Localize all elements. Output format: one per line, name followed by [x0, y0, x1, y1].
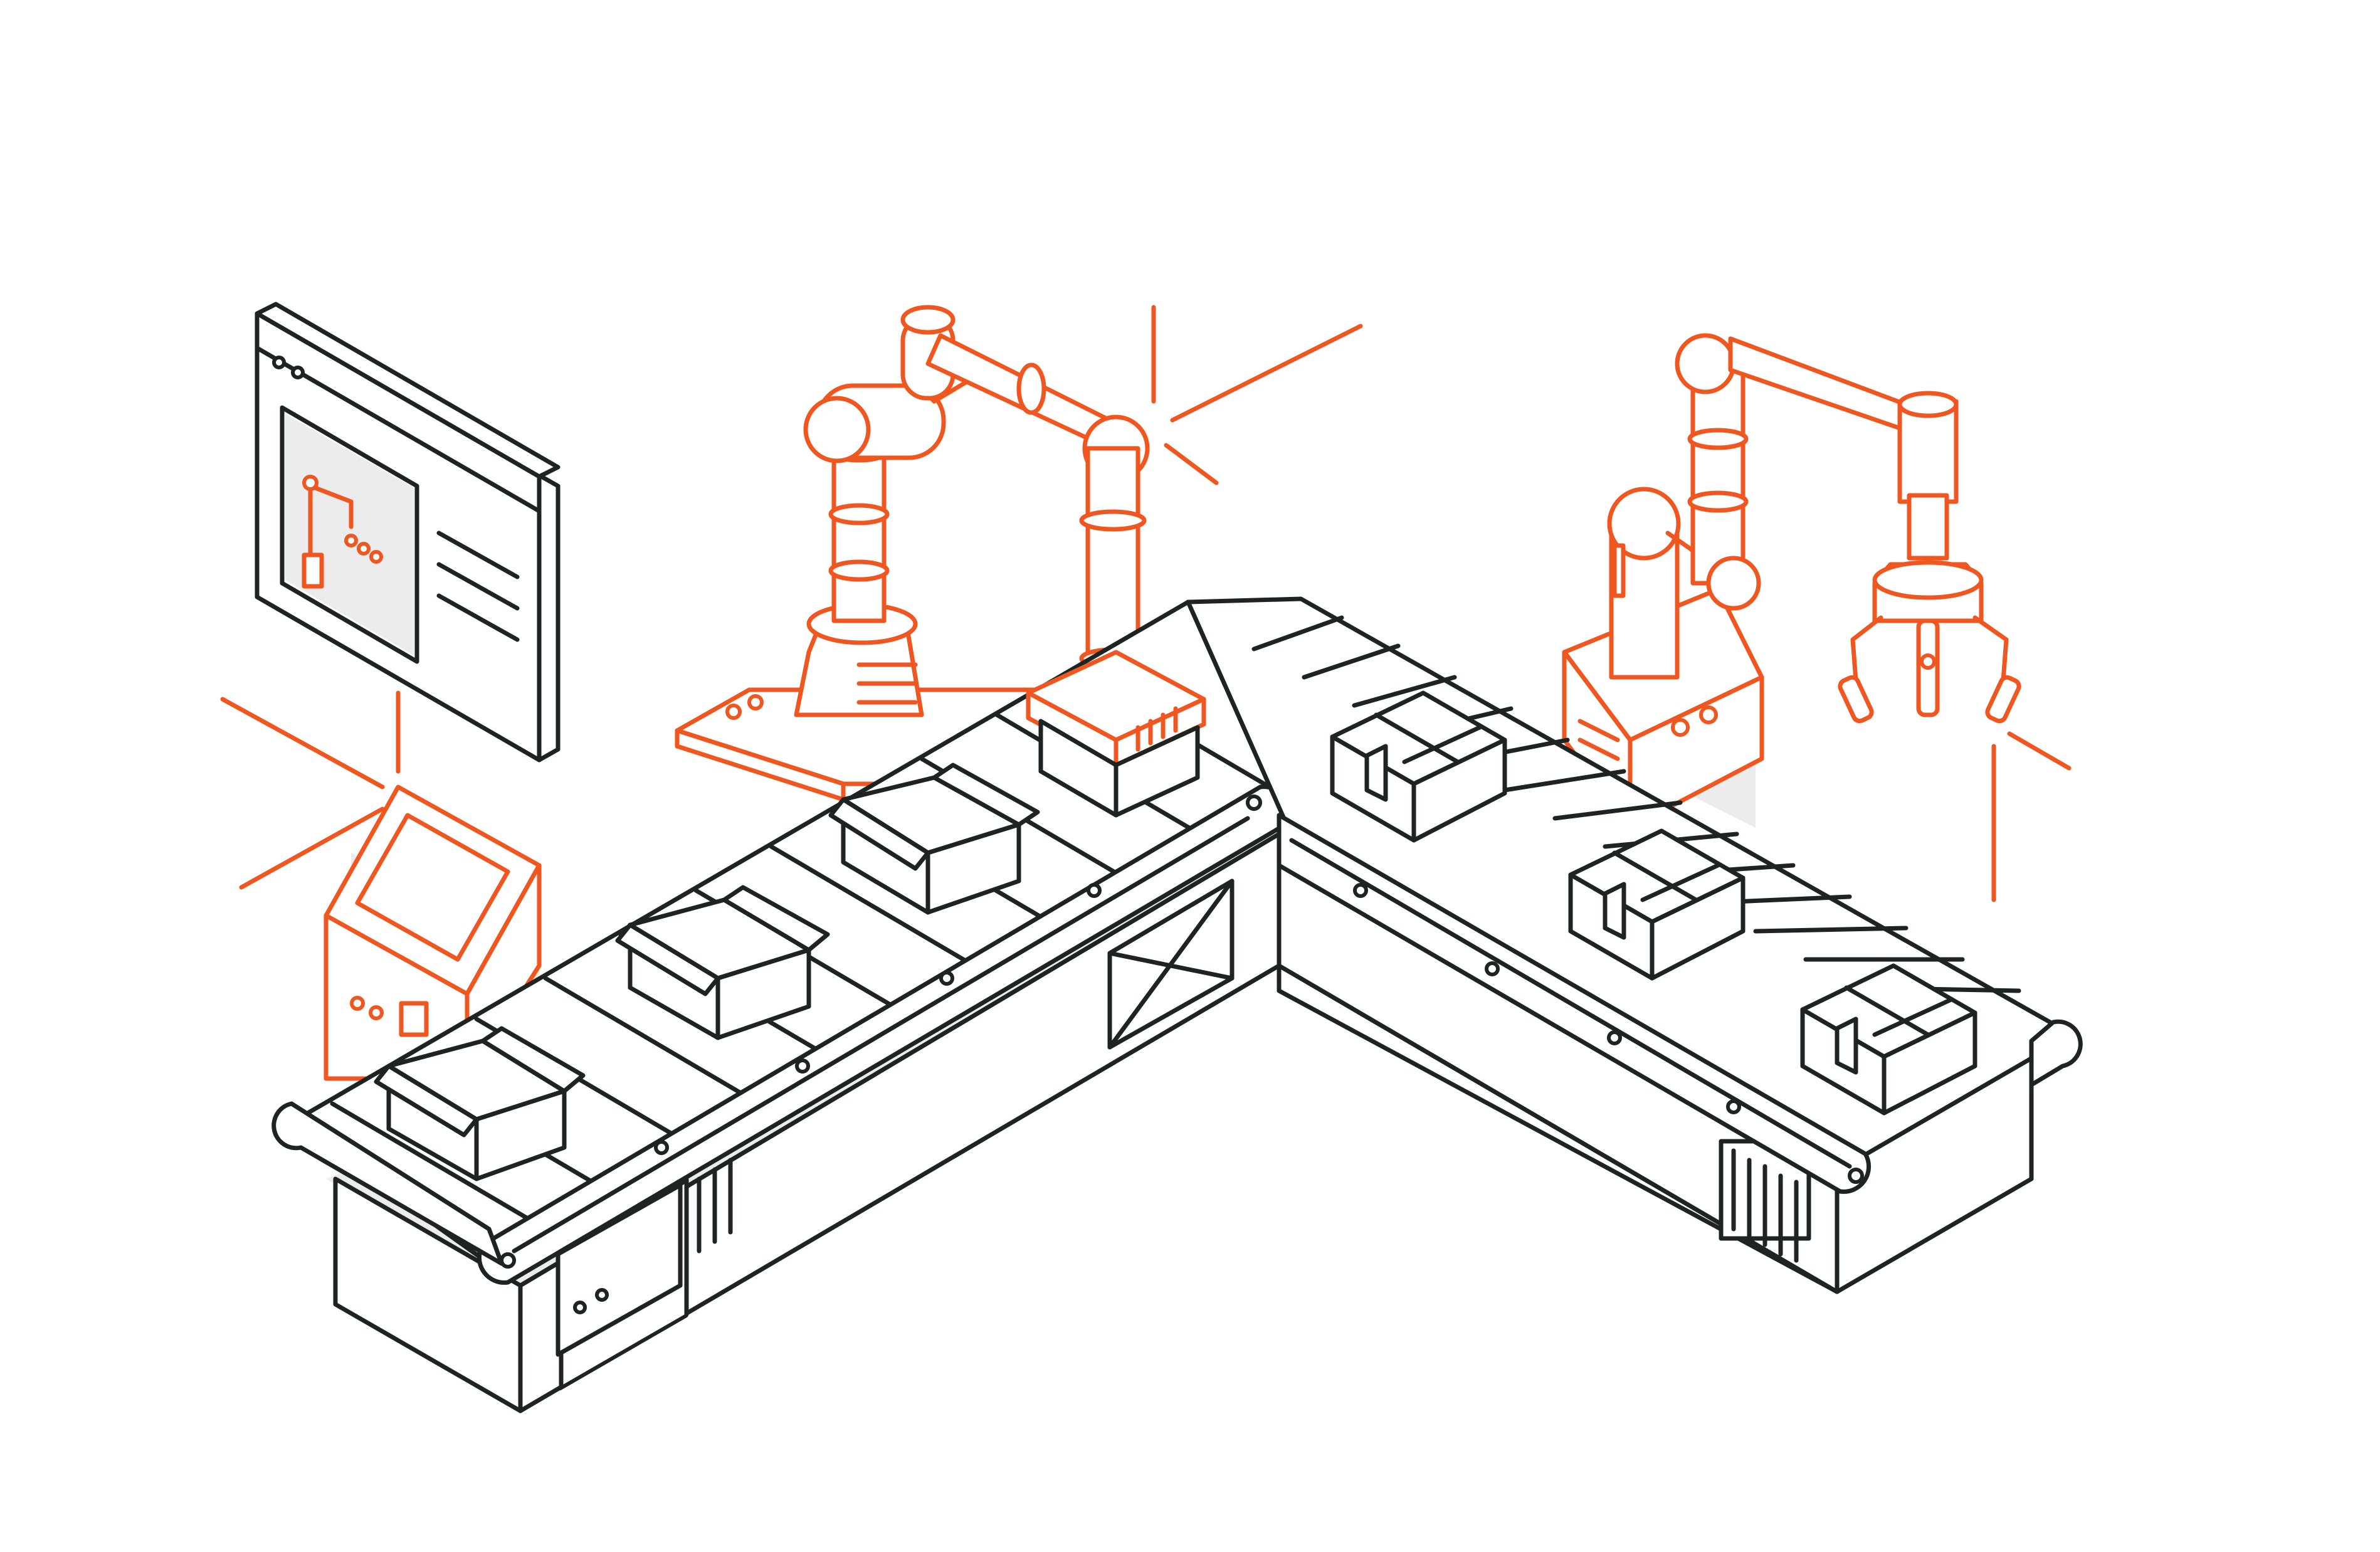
closed-box-icon: [1568, 828, 1746, 981]
robot-gripper-icon: [1838, 615, 2021, 724]
open-box-icon: [615, 885, 830, 1040]
closed-box-icon: [1800, 963, 1977, 1116]
robot-arm-icon: [302, 475, 383, 589]
spark-lines: [220, 305, 2072, 902]
robot-arm-icon: [1562, 333, 2021, 830]
open-box-icon: [828, 763, 1040, 915]
robot-arm-icon: [1026, 650, 1206, 818]
open-box-icon: [374, 1026, 586, 1181]
monitor-window-icon: [255, 302, 561, 763]
robot-arm-icon: [675, 305, 1150, 802]
closed-box-icon: [1330, 690, 1507, 843]
